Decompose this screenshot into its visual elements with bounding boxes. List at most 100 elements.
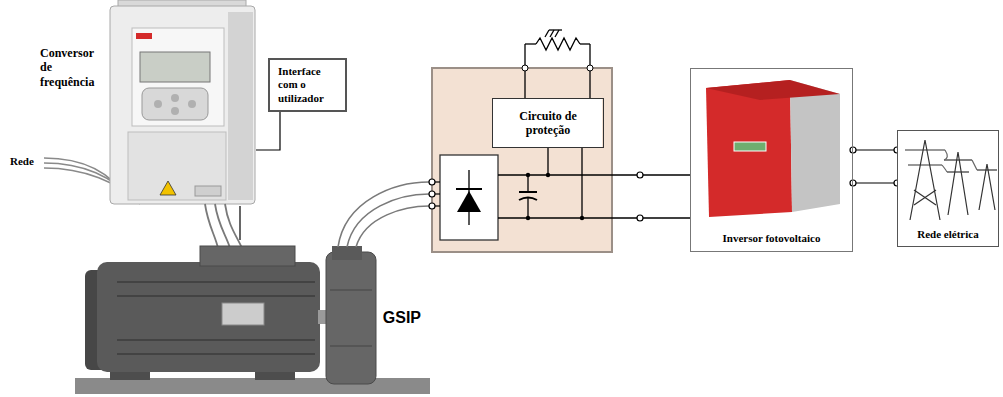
dc-bus-wire: [643, 174, 690, 175]
induction-motor-drawing: [117, 353, 315, 355]
induction-motor-drawing: [117, 339, 315, 341]
input-terminal: [429, 179, 435, 185]
resistor-symbol: [549, 29, 562, 30]
induction-motor-drawing: [97, 262, 320, 372]
output-terminal: [637, 172, 643, 221]
grid-wire: [856, 182, 894, 183]
grid-label: Rede: [10, 155, 34, 167]
induction-motor-drawing: [318, 310, 326, 324]
frequency-converter-drawing: [132, 28, 224, 126]
resistor-symbol: [555, 30, 559, 37]
connector-wire: [856, 149, 894, 150]
junction-dot: [587, 65, 593, 71]
pv-inverter-drawing: [790, 80, 840, 212]
grid-wire: [850, 180, 856, 186]
dc-bus-wire: [498, 174, 637, 175]
node-label: Interface com o utilizador: [278, 65, 337, 105]
motor-cable: [205, 204, 242, 248]
dc-bus-wire: [519, 191, 537, 193]
interface-box-fill: [268, 58, 345, 110]
pv-inverter-drawing: [734, 142, 766, 151]
frequency-converter-drawing: [110, 6, 255, 204]
input-terminal: [435, 193, 440, 194]
protection-box-fill: [492, 98, 602, 148]
dc-bus-wire: [581, 148, 582, 218]
junction-dot: [522, 65, 528, 71]
frequency-converter-drawing: [140, 52, 210, 82]
grid-drawing: [948, 152, 968, 215]
input-terminal: [435, 205, 440, 206]
junction-dot: [580, 216, 584, 220]
node-label: Circuito de proteção: [499, 109, 597, 138]
pv-inverter-drawing: [706, 80, 792, 217]
frequency-converter-drawing: [160, 181, 176, 195]
junction-dot: [526, 173, 530, 177]
motor-cable: [225, 204, 242, 248]
generator-cable: [347, 194, 429, 247]
grid-drawing: [897, 130, 999, 247]
pm-generator-drawing: [330, 345, 372, 347]
input-terminal: [429, 203, 435, 209]
converter-unit: Conversor de frequência: [36, 40, 256, 206]
dc-bus-wire: [527, 175, 528, 192]
frequency-converter-drawing: [128, 132, 226, 200]
grid-drawing: [944, 150, 947, 160]
grid-drawing: [944, 159, 972, 160]
induction-motor-drawing: [75, 246, 430, 394]
grid-drawing: [972, 160, 977, 170]
induction-motor-drawing: [222, 303, 264, 325]
rectifier-symbol: [440, 155, 498, 240]
frequency-converter-drawing: [195, 186, 221, 196]
connector-wire: [256, 112, 280, 150]
resistor-symbol: [545, 30, 549, 37]
grid-box: Rede elétrica: [897, 130, 999, 247]
frequency-converter-drawing: [110, 0, 255, 204]
grid-drawing: [905, 149, 945, 150]
induction-motor-drawing: [117, 281, 315, 283]
frequency-converter-drawing: [154, 100, 162, 108]
motor-generator: GSIP: [75, 240, 425, 395]
grid-drawing: [905, 140, 997, 220]
generator-cable: [356, 206, 429, 247]
output-terminal: [637, 172, 643, 178]
induction-motor-drawing: [75, 378, 430, 394]
node-label: GSIP: [383, 308, 421, 327]
node-label: Rede elétrica: [917, 228, 978, 241]
frequency-converter-drawing: [171, 107, 179, 115]
pv-inverter-drawing: [690, 68, 853, 252]
motor-cable: [215, 204, 230, 248]
dc-bus-wire: [547, 148, 548, 175]
resistor-symbol: [536, 38, 580, 50]
grid-drawing: [979, 164, 995, 210]
pm-generator-drawing: [332, 246, 362, 260]
pv-inverter-drawing: [706, 80, 840, 100]
grid-drawing: [977, 169, 997, 170]
grid-wire: [850, 147, 856, 153]
grid-drawing: [942, 165, 947, 172]
frequency-converter-drawing: [188, 100, 196, 108]
node-label: Conversor de frequência: [40, 46, 108, 89]
rectifier-symbol: [457, 191, 481, 212]
rectifier-symbol: [440, 155, 498, 240]
grid-drawing: [908, 164, 942, 165]
grid-drawing: [897, 130, 999, 247]
pv-inverter-drawing: [690, 68, 853, 252]
dc-bus-wire: [498, 217, 637, 218]
generator-cable: [338, 182, 429, 247]
resistor-symbol: [550, 30, 554, 37]
resistor-symbol: [580, 43, 590, 44]
junction-dot: [526, 173, 584, 220]
input-terminal: [435, 181, 440, 182]
pm-generator-drawing: [326, 246, 376, 384]
junction-dot: [526, 216, 530, 220]
grid-drawing: [914, 190, 936, 205]
resistor-symbol: [525, 43, 536, 44]
grid-drawing: [914, 190, 936, 205]
dc-link-box: [432, 68, 612, 252]
junction-dot: [522, 65, 593, 71]
input-terminal: [429, 179, 440, 209]
junction-dot: [546, 173, 550, 177]
connector-wire: [239, 206, 240, 240]
input-terminal: [429, 191, 435, 197]
